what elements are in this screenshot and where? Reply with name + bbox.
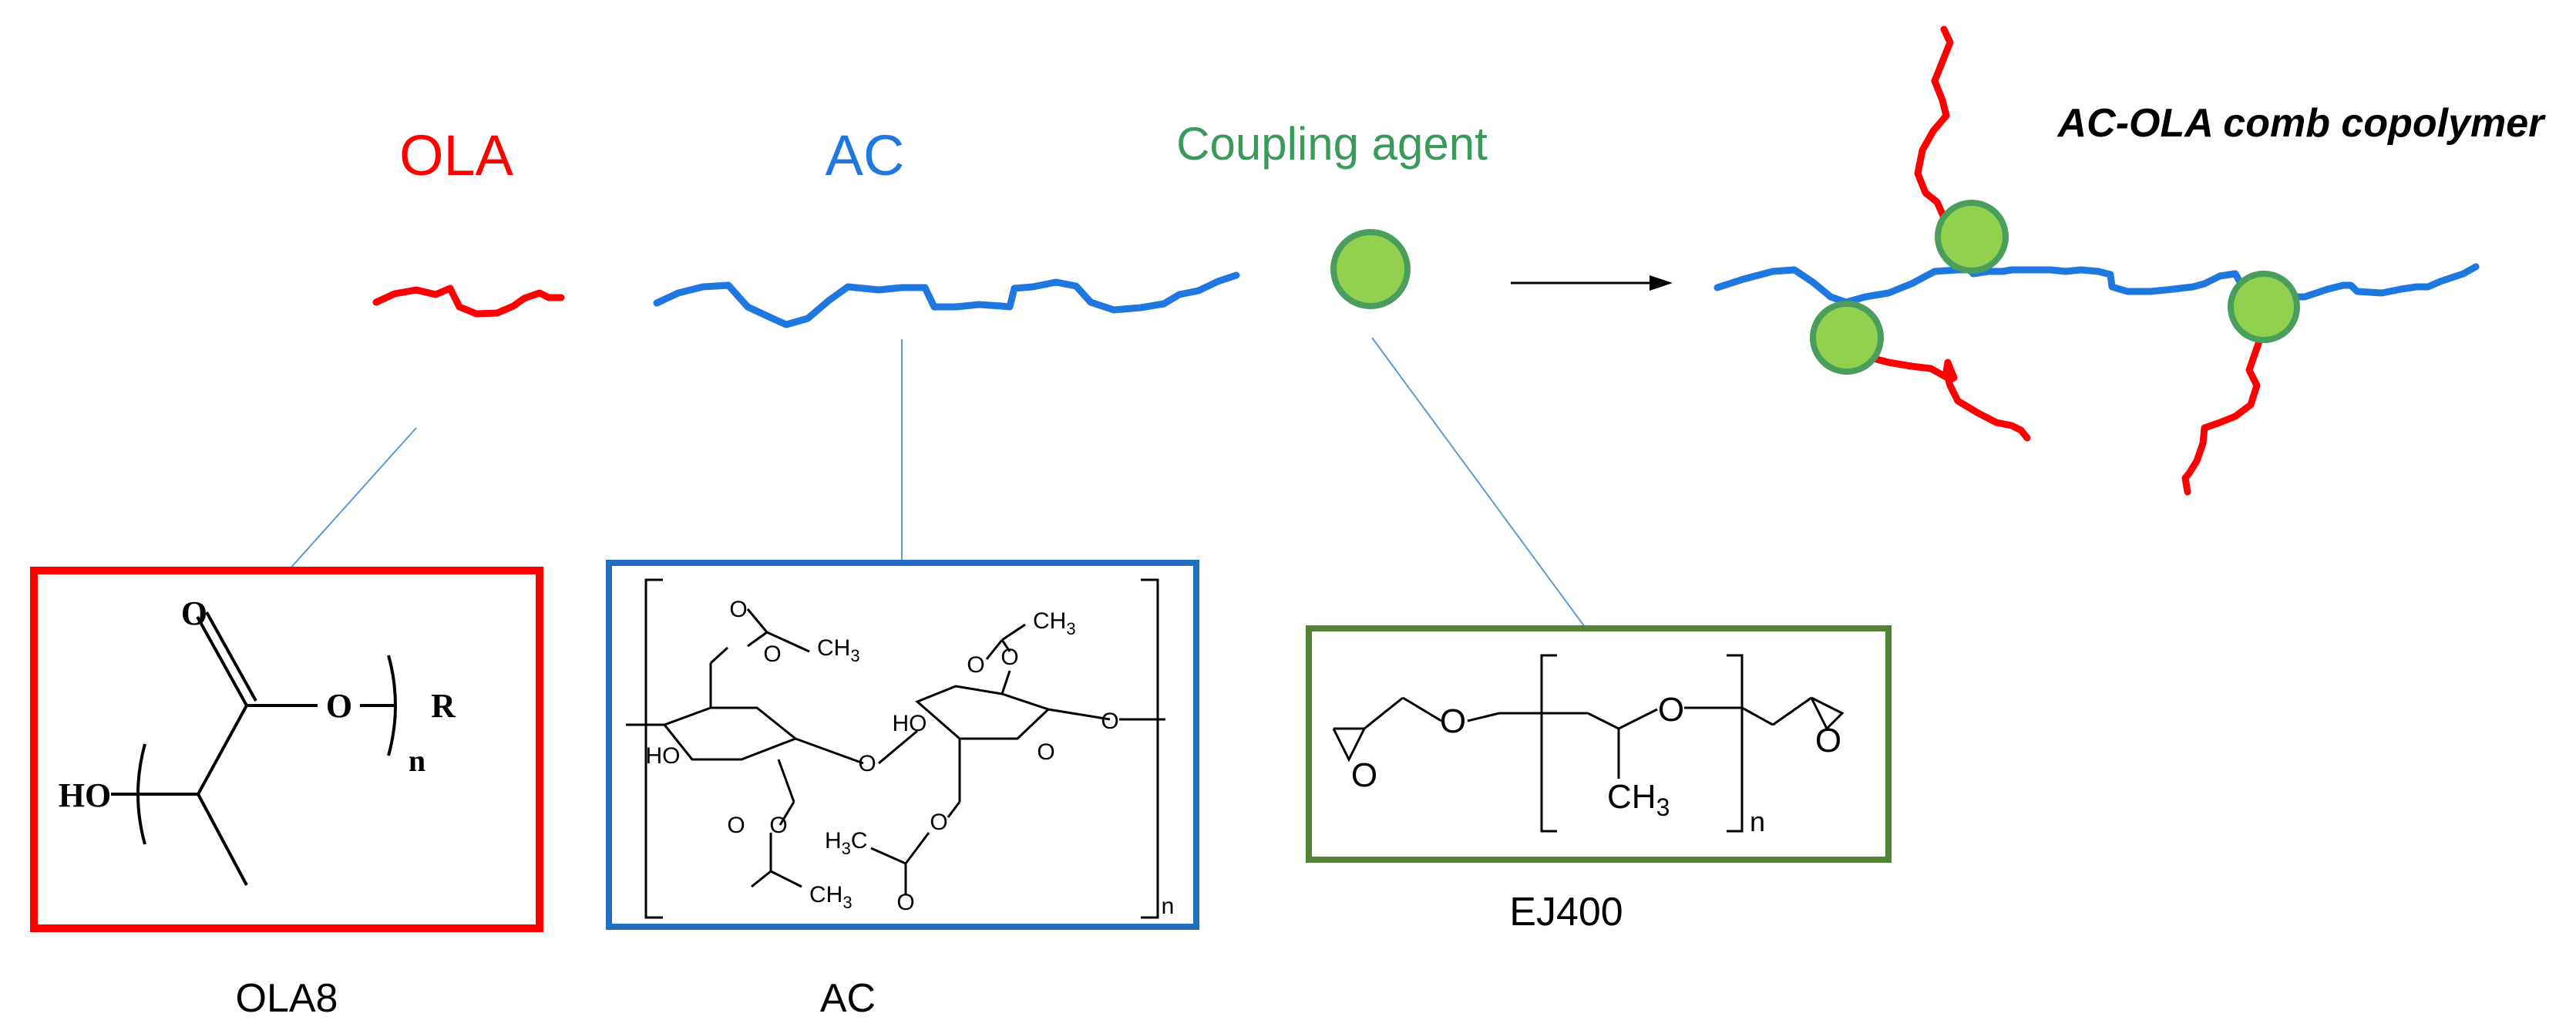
ej400-n: n [1750,806,1765,837]
ej400-o-2: O [1440,702,1466,740]
ac-ch3-3: CH3 [1033,608,1076,638]
ac-structure [626,578,1165,919]
ac-box [606,560,1199,930]
ac-o-5: O [1000,645,1018,670]
ej400-caption: EJ400 [1509,890,1623,934]
product-branch-top [1914,25,1960,239]
ac-o-link: O [858,751,876,776]
product-junction-left [1810,301,1884,375]
ola8-n: n [409,743,425,778]
ej400-o-4: O [1815,722,1841,759]
ola8-o-ester: O [326,687,352,725]
product-branch-left [1842,342,2031,442]
ola8-r: R [431,687,456,725]
ac-label: AC [826,123,905,187]
ac-o-4: O [727,813,745,838]
ac-o-6: O [967,652,984,678]
ac-o-2: O [729,597,747,622]
product-label: AC-OLA comb copolymer [2056,101,2547,146]
ola8-box [30,567,543,932]
ac-h3c: H3C [825,828,868,858]
ac-chain [653,271,1240,328]
ej400-structure [1332,654,1845,833]
ej400-box [1306,625,1892,863]
product-junction-top [1935,200,2009,274]
ola8-o-top: O [181,594,207,632]
ac-ch3-1: CH3 [817,635,860,665]
product-branch-right [2181,320,2270,496]
ac-o-7: O [930,810,947,835]
ola8-caption: OLA8 [236,976,338,1021]
ac-n: n [1162,894,1175,919]
coupling-agent-label: Coupling agent [1176,118,1488,170]
product-junction-right [2228,271,2300,343]
ac-o-8: O [896,890,914,915]
product-backbone [1713,263,2480,306]
ej400-ch3: CH3 [1607,778,1670,821]
coupling-agent-circle [1330,229,1411,309]
comb-copolymer [1713,25,2480,496]
ej400-o-1: O [1351,756,1377,794]
ola-chain [372,285,565,318]
ola-connector-line [288,427,417,571]
ac-caption: AC [820,976,876,1021]
ola8-ho: HO [59,776,111,814]
ac-o-end: O [1101,709,1118,734]
ej400-connector-line [1371,337,1586,628]
ac-o-ring2: O [1037,739,1054,765]
ac-ho-1: HO [893,711,927,736]
ac-o-3: O [769,813,787,838]
ej400-o-3: O [1658,691,1684,729]
ac-o-1: O [763,641,781,667]
ac-ch3-2: CH3 [809,882,853,912]
ola8-structure [111,611,397,886]
reaction-arrowhead [1650,275,1673,291]
ola-label: OLA [399,123,514,187]
ac-ho-2: HO [646,743,681,769]
